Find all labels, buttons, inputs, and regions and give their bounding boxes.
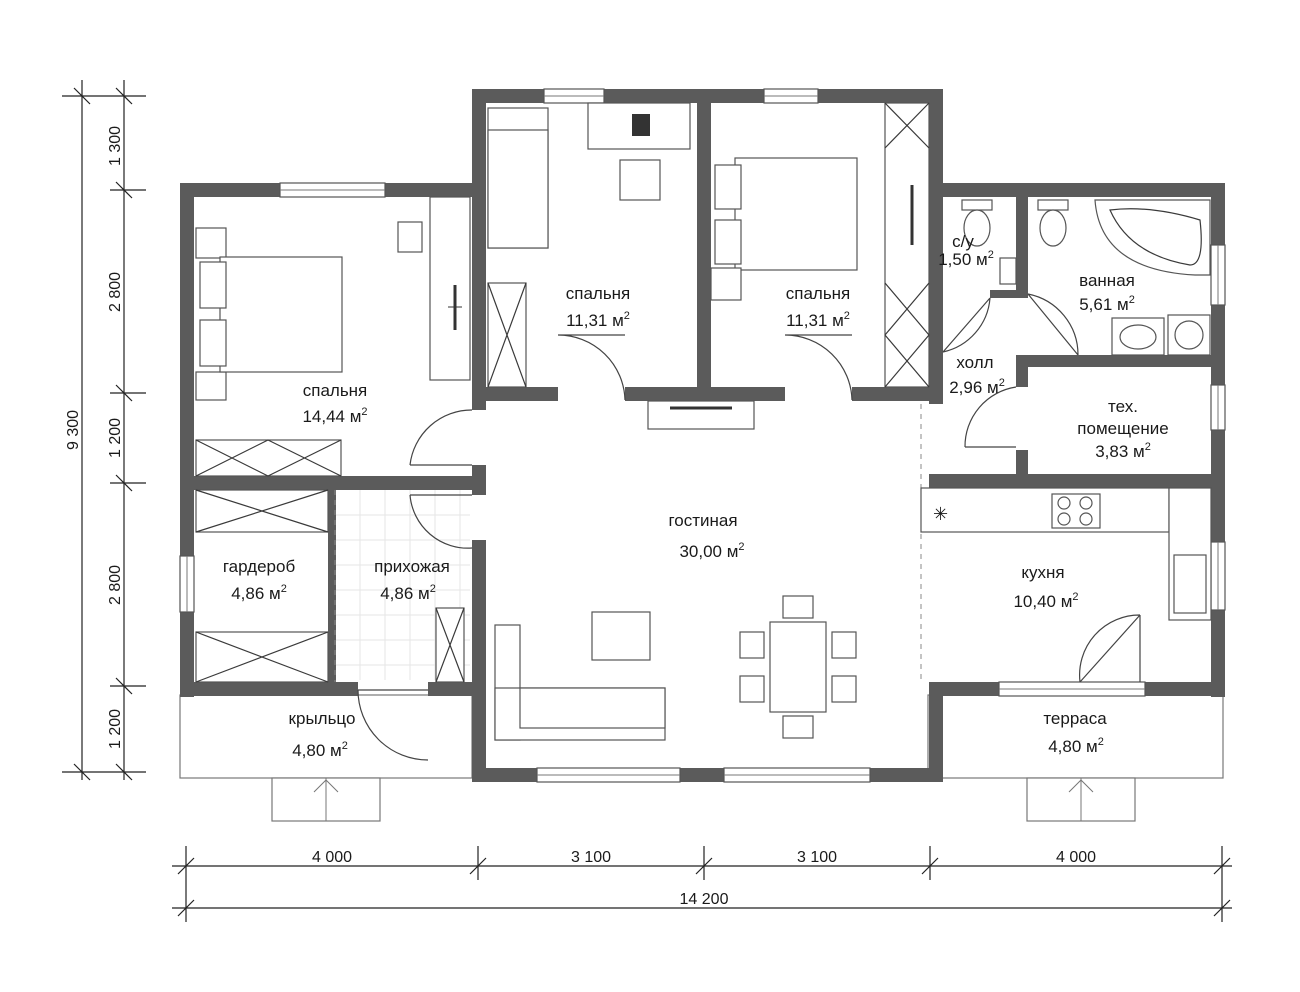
room-name: холл bbox=[956, 353, 993, 372]
room-name: прихожая bbox=[374, 557, 450, 576]
furniture-bedroom-left bbox=[195, 196, 471, 477]
room-name: ванная bbox=[1079, 271, 1135, 290]
svg-text:✳: ✳ bbox=[933, 504, 948, 524]
walls bbox=[180, 89, 1225, 782]
area-superscript: 2 bbox=[738, 541, 744, 553]
room-kitchen: кухня 10,40 м2 bbox=[1013, 563, 1078, 611]
room-name-line2: помещение bbox=[1077, 419, 1168, 438]
area-superscript: 2 bbox=[1072, 591, 1078, 603]
svg-text:5,61 м2: 5,61 м2 bbox=[1079, 294, 1135, 314]
room-wardrobe: гардероб 4,86 м2 bbox=[223, 557, 296, 603]
dim-left-4: 2 800 bbox=[107, 565, 124, 605]
zone-dividers bbox=[334, 404, 922, 682]
dim-bottom-2: 3 100 bbox=[571, 849, 611, 866]
dim-left-5: 1 200 bbox=[107, 709, 124, 749]
dim-bottom-1: 4 000 bbox=[312, 849, 352, 866]
area-superscript: 2 bbox=[430, 583, 436, 595]
furniture-bedroom-middle bbox=[487, 102, 755, 430]
room-area: 14,44 м bbox=[302, 407, 361, 426]
room-bathroom: ванная 5,61 м2 bbox=[1079, 271, 1135, 314]
room-area: 30,00 м bbox=[679, 542, 738, 561]
room-area: 4,86 м bbox=[231, 584, 281, 603]
room-wc: с/у 1,50 м2 bbox=[938, 232, 994, 269]
svg-text:10,40 м2: 10,40 м2 bbox=[1013, 591, 1078, 611]
svg-text:4,86 м2: 4,86 м2 bbox=[380, 583, 436, 603]
room-area: 4,86 м bbox=[380, 584, 430, 603]
area-superscript: 2 bbox=[342, 740, 348, 752]
svg-text:2,96 м2: 2,96 м2 bbox=[949, 377, 1005, 397]
windows bbox=[179, 88, 1226, 783]
svg-text:4,80 м2: 4,80 м2 bbox=[1048, 736, 1104, 756]
svg-text:30,00 м2: 30,00 м2 bbox=[679, 541, 744, 561]
furniture-living bbox=[494, 595, 857, 741]
furniture-kitchen: ✳ bbox=[920, 487, 1212, 621]
room-entry: прихожая 4,86 м2 bbox=[374, 557, 450, 603]
dim-bottom-4: 4 000 bbox=[1056, 849, 1096, 866]
porch-slab bbox=[179, 694, 473, 822]
room-labels: спальня 14,44 м2 спальня 11,31 м2 спальн… bbox=[223, 232, 1169, 760]
room-name: спальня bbox=[566, 284, 631, 303]
area-superscript: 2 bbox=[988, 249, 994, 261]
svg-text:3,83 м2: 3,83 м2 bbox=[1095, 441, 1151, 461]
room-area: 1,50 м bbox=[938, 250, 988, 269]
room-utility: тех. помещение 3,83 м2 bbox=[1077, 397, 1168, 461]
room-area: 11,31 м bbox=[786, 311, 844, 330]
svg-text:11,31 м2: 11,31 м2 bbox=[566, 310, 630, 330]
terrace-slab bbox=[927, 694, 1224, 822]
area-superscript: 2 bbox=[999, 377, 1005, 389]
svg-text:14,44 м2: 14,44 м2 bbox=[302, 406, 367, 426]
room-living: гостиная 30,00 м2 bbox=[668, 511, 744, 561]
room-area: 3,83 м bbox=[1095, 442, 1145, 461]
svg-text:1,50 м2: 1,50 м2 bbox=[938, 249, 994, 269]
area-superscript: 2 bbox=[624, 310, 630, 322]
furniture-bedroom-right bbox=[710, 102, 930, 388]
room-area: 4,80 м bbox=[292, 741, 342, 760]
room-name: кухня bbox=[1021, 563, 1064, 582]
dim-left-2: 2 800 bbox=[107, 272, 124, 312]
furniture-bathrooms bbox=[961, 199, 1211, 356]
furniture-wardrobe-hall bbox=[195, 489, 465, 683]
room-terrace: терраса 4,80 м2 bbox=[1043, 709, 1107, 756]
svg-text:11,31 м2: 11,31 м2 bbox=[786, 310, 850, 330]
room-area: 2,96 м bbox=[949, 378, 999, 397]
room-porch: крыльцо 4,80 м2 bbox=[289, 709, 356, 760]
dim-left-total: 9 300 bbox=[65, 410, 82, 450]
room-area: 4,80 м bbox=[1048, 737, 1098, 756]
room-area: 11,31 м bbox=[566, 311, 624, 330]
room-bedroom-3: спальня 11,31 м2 bbox=[786, 284, 851, 330]
room-bedroom-1: спальня 14,44 м2 bbox=[302, 381, 367, 426]
dim-left-3: 1 200 bbox=[107, 418, 124, 458]
dim-bottom-total: 14 200 bbox=[680, 891, 729, 908]
room-hall: холл 2,96 м2 bbox=[949, 353, 1005, 397]
area-superscript: 2 bbox=[1098, 736, 1104, 748]
left-dimensions: 1 300 2 800 1 200 2 800 1 200 9 300 bbox=[62, 80, 146, 781]
doors bbox=[357, 293, 1141, 761]
svg-text:4,80 м2: 4,80 м2 bbox=[292, 740, 348, 760]
room-name: гостиная bbox=[668, 511, 737, 530]
room-name: тех. bbox=[1108, 397, 1138, 416]
room-name: крыльцо bbox=[289, 709, 356, 728]
room-area: 5,61 м bbox=[1079, 295, 1129, 314]
bottom-dimensions: 4 000 3 100 3 100 4 000 14 200 bbox=[172, 846, 1232, 922]
dim-bottom-3: 3 100 bbox=[797, 849, 837, 866]
room-name: терраса bbox=[1043, 709, 1107, 728]
room-name: спальня bbox=[786, 284, 851, 303]
area-superscript: 2 bbox=[281, 583, 287, 595]
room-name: гардероб bbox=[223, 557, 296, 576]
area-superscript: 2 bbox=[1145, 441, 1151, 453]
area-superscript: 2 bbox=[844, 310, 850, 322]
room-bedroom-2: спальня 11,31 м2 bbox=[566, 284, 631, 330]
room-name: с/у bbox=[952, 232, 974, 251]
room-area: 10,40 м bbox=[1013, 592, 1072, 611]
room-name: спальня bbox=[303, 381, 368, 400]
dim-left-1: 1 300 bbox=[107, 126, 124, 166]
area-superscript: 2 bbox=[361, 406, 367, 418]
svg-text:4,86 м2: 4,86 м2 bbox=[231, 583, 287, 603]
area-superscript: 2 bbox=[1129, 294, 1135, 306]
